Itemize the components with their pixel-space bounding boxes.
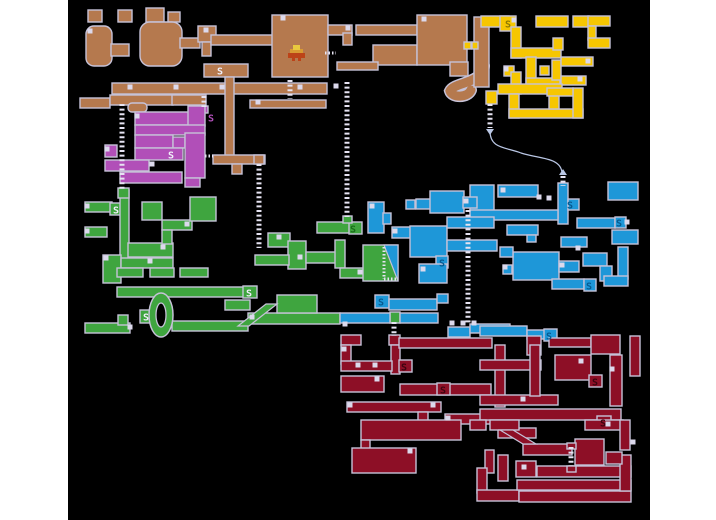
save-station-label: S (401, 363, 407, 374)
elevator-lines (119, 51, 574, 466)
save-station-label: S (586, 282, 592, 293)
save-station-label: S (217, 67, 223, 78)
region-blue (339, 181, 639, 342)
save-station-label: S (546, 332, 552, 343)
region-green (84, 187, 401, 334)
save-station-label: S (246, 289, 252, 300)
save-station-label: S (350, 225, 356, 236)
save-station-marks: S S S S S S S S S S S S S S S S S S (113, 20, 622, 430)
trail-line (486, 129, 567, 175)
ship-icon (288, 45, 305, 61)
save-station-label: S (168, 151, 174, 162)
save-station-label: S (616, 219, 622, 230)
save-station-label: S (439, 259, 445, 270)
save-station-label: S (143, 313, 149, 324)
ring-room (148, 292, 174, 338)
save-station-label: S (567, 201, 573, 212)
save-station-label: S (440, 386, 446, 397)
save-station-label: S (592, 378, 598, 389)
save-station-label: S (113, 206, 119, 217)
door-dots (84, 15, 636, 470)
save-station-label: S (600, 419, 606, 430)
save-station-label: S (505, 20, 511, 31)
save-station-label: S (208, 114, 214, 125)
region-red (340, 334, 641, 503)
save-station-label: S (378, 298, 384, 309)
